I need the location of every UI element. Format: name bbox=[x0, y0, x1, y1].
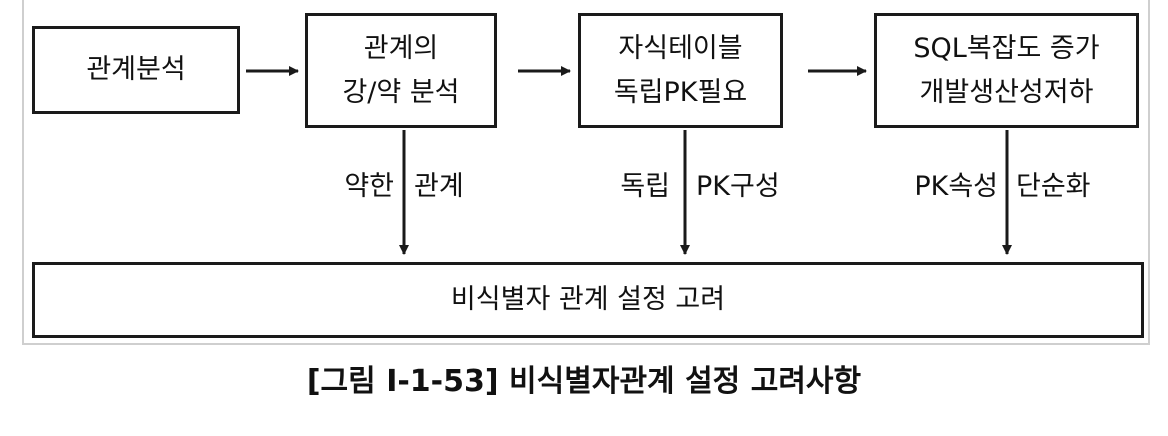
box-sql-complexity-line1: SQL복잡도 증가 bbox=[913, 32, 1100, 64]
box-relationship-analysis: 관계분석 bbox=[32, 26, 240, 114]
box-child-table-line1: 자식테이블 bbox=[618, 32, 743, 64]
edge-label-weak-left: 약한 bbox=[344, 171, 394, 202]
figure-caption: [그림 Ⅰ-1-53] 비식별자관계 설정 고려사항 bbox=[306, 364, 862, 399]
edge-label-weak-right: 관계 bbox=[414, 171, 464, 202]
edge-label-pk-left: PK속성 bbox=[914, 171, 998, 202]
box-child-table-line2: 독립PK필요 bbox=[613, 76, 748, 108]
box-non-identifying-relationship: 비식별자 관계 설정 고려 bbox=[32, 262, 1144, 338]
edge-label-independent-left: 독립 bbox=[620, 171, 670, 202]
box-relationship-analysis-label: 관계분석 bbox=[86, 54, 186, 85]
box-child-table: 자식테이블 독립PK필요 bbox=[578, 13, 783, 128]
box-sql-complexity-line2: 개발생산성저하 bbox=[919, 76, 1094, 108]
box-strength-analysis-line1: 관계의 bbox=[363, 32, 439, 64]
box-non-identifying-relationship-label: 비식별자 관계 설정 고려 bbox=[450, 284, 726, 315]
edge-label-pk-right: 단순화 bbox=[1016, 171, 1091, 202]
box-sql-complexity: SQL복잡도 증가 개발생산성저하 bbox=[874, 13, 1139, 128]
box-strength-analysis-line2: 강/약 분석 bbox=[342, 76, 460, 108]
box-strength-analysis: 관계의 강/약 분석 bbox=[305, 13, 497, 128]
edge-label-independent-right: PK구성 bbox=[696, 171, 780, 202]
